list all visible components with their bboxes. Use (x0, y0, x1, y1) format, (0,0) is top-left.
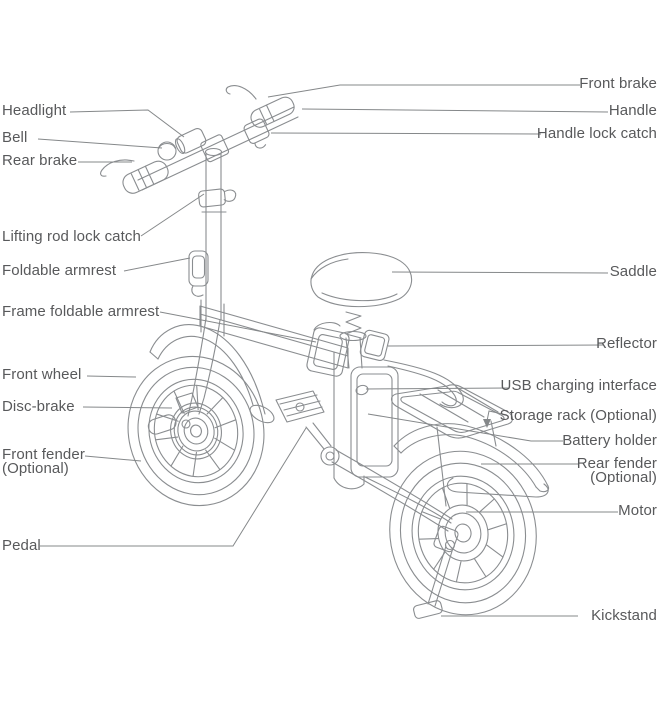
leader-lifting-rod-lock-catch (141, 194, 204, 236)
battery-drawing (334, 352, 463, 489)
leader-bell (38, 139, 162, 148)
leader-pedal (40, 428, 306, 546)
label-usb-charging-interface: USB charging interface (500, 377, 657, 394)
label-reflector: Reflector (596, 335, 657, 352)
stem-clamp (200, 134, 230, 163)
handle-lock-catch-drawing (243, 118, 274, 152)
label-lifting-rod-lock-catch: Lifting rod lock catch (2, 228, 141, 245)
label-pedal: Pedal (2, 537, 41, 554)
leader-usb-charging-interface (366, 388, 508, 389)
reflector-drawing (359, 329, 390, 361)
disc-rotor (165, 398, 227, 465)
label-kickstand: Kickstand (591, 607, 657, 624)
label-headlight: Headlight (2, 102, 67, 119)
leader-storage-rack-arrowhead (483, 419, 491, 428)
saddle-drawing (311, 253, 412, 368)
label-handle-lock-catch: Handle lock catch (536, 125, 657, 142)
frame-fold-clamp (306, 327, 350, 378)
leader-battery-holder (368, 414, 563, 441)
front-brake-lever (226, 86, 256, 99)
front-wheel-drawing (112, 342, 279, 520)
leader-front-fender (85, 456, 141, 461)
leader-disc-brake (83, 407, 172, 408)
rear-fender-drawing (394, 424, 549, 497)
leader-front-brake (268, 85, 580, 97)
label-handle: Handle (608, 102, 657, 119)
lifting-rod-lock-catch-drawing (198, 188, 236, 208)
label-battery-holder: Battery holder (562, 432, 657, 449)
motor-drawing (434, 501, 493, 565)
rear-frame-drawing (332, 450, 459, 553)
leader-lines (38, 85, 618, 616)
rear-brake-lever (101, 160, 134, 176)
label-rear-fender: Rear fender (Optional) (576, 455, 657, 486)
label-front-brake: Front brake (579, 75, 657, 92)
rear-wheel-drawing (377, 440, 549, 627)
leader-handle-lock-catch (271, 133, 541, 134)
label-front-fender: Front fender (Optional) (2, 446, 85, 477)
frame-drawing (200, 306, 350, 377)
leader-handle (302, 109, 608, 112)
pedal-drawing (276, 391, 339, 465)
leader-front-wheel (87, 376, 136, 377)
left-grip (120, 158, 171, 196)
label-rear-brake: Rear brake (2, 152, 78, 169)
label-saddle: Saddle (609, 263, 657, 280)
rear-spokes (411, 478, 515, 587)
front-fender-drawing (150, 325, 277, 427)
label-bell: Bell (2, 129, 28, 146)
front-hub-hardware (147, 393, 198, 436)
leader-saddle (392, 272, 608, 273)
kickstand-drawing (413, 541, 455, 620)
label-motor: Motor (618, 502, 657, 519)
label-front-wheel: Front wheel (2, 366, 82, 383)
rack-drawing (392, 385, 513, 506)
leader-frame-foldable-armrest (160, 312, 316, 342)
leader-headlight (70, 110, 184, 137)
usb-port-drawing (355, 384, 369, 396)
label-storage-rack: Storage rack (Optional) (499, 407, 657, 424)
handlebar-drawing (101, 86, 298, 197)
label-disc-brake: Disc-brake (2, 398, 75, 415)
leader-reflector (388, 345, 604, 346)
leader-storage-rack (487, 411, 507, 421)
label-frame-foldable-armrest: Frame foldable armrest (2, 303, 160, 320)
foldable-armrest-drawing (189, 251, 208, 296)
headlight-drawing (173, 127, 207, 156)
bell-drawing (158, 142, 176, 160)
label-foldable-armrest: Foldable armrest (2, 262, 117, 279)
stem-drawing (189, 149, 237, 337)
leader-foldable-armrest (124, 258, 190, 271)
